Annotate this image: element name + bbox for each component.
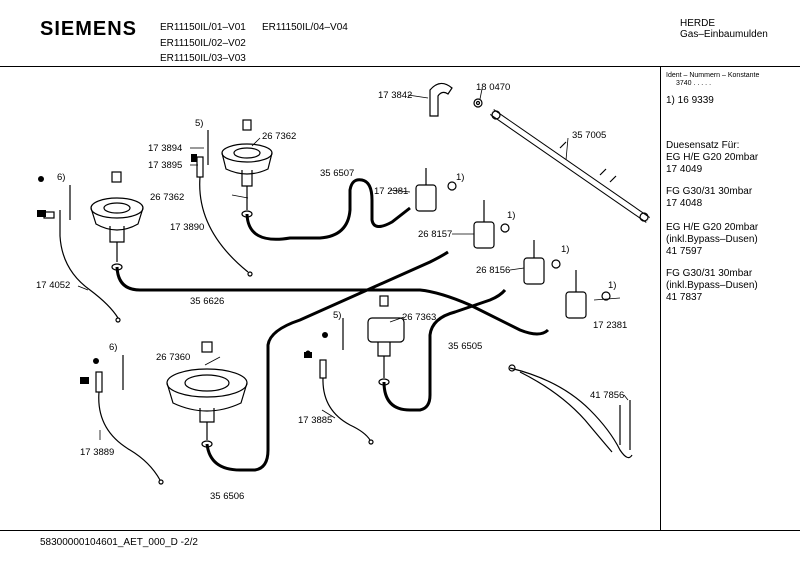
- model-number: ER11150IL/01–V01: [160, 22, 246, 33]
- leader-line: [77, 88, 629, 440]
- reference-mark: 5): [333, 310, 342, 321]
- part-label: 17 3890: [170, 222, 205, 233]
- set-4-line: (inkl.Bypass–Dusen): [666, 280, 758, 291]
- gas-valve: [473, 200, 510, 249]
- gas-valve: [415, 168, 457, 212]
- part-label: 35 6506: [210, 491, 245, 502]
- model-number: ER11150IL/03–V03: [160, 53, 246, 64]
- part-label: 17 4052: [36, 280, 71, 291]
- ignition-cable: [508, 364, 633, 459]
- sidebar-divider: [660, 66, 661, 530]
- part-label: 35 6507: [320, 168, 355, 179]
- reference-mark: 1): [456, 172, 465, 183]
- part-label: 35 6626: [190, 296, 225, 307]
- burner-left: [90, 171, 144, 271]
- gas-valve: [523, 240, 561, 285]
- thermocouple: [95, 371, 164, 485]
- reference-mark: 1): [608, 280, 617, 291]
- set-2-line: FG G30/31 30mbar: [666, 186, 753, 197]
- gas-pipe: [115, 266, 550, 336]
- burner-small: [221, 119, 273, 218]
- reference-mark: 1): [561, 244, 570, 255]
- part-label: 17 2381: [374, 186, 409, 197]
- gas-pipe: [382, 289, 507, 412]
- part-label: 35 6505: [448, 341, 483, 352]
- part-label: 17 3885: [298, 415, 333, 426]
- part-label: 17 3889: [80, 447, 115, 458]
- thermocouple: [196, 156, 253, 277]
- header-divider: [0, 66, 800, 67]
- part-label: 35 7005: [572, 130, 607, 141]
- set-4-line: FG G30/31 30mbar: [666, 268, 753, 279]
- category-title: HERDE: [680, 18, 716, 29]
- brand-logo: SIEMENS: [40, 18, 138, 40]
- document-id: 58300000104601_AET_000_D -2/2: [40, 537, 198, 548]
- ident-value: 3740 . . . . .: [676, 80, 712, 87]
- ident-label: Ident – Nummern – Konstante: [666, 72, 760, 79]
- duesensatz-heading: Duesensatz Für:: [666, 140, 740, 151]
- thermocouple: [43, 210, 121, 323]
- set-3-line: (inkl.Bypass–Dusen): [666, 234, 758, 245]
- part-label: 26 7362: [262, 131, 297, 142]
- part-label: 17 3842: [378, 90, 413, 101]
- model-number: ER11150IL/04–V04: [262, 22, 348, 33]
- gas-pipe: [245, 178, 411, 241]
- burner-medium: [367, 295, 405, 386]
- set-3-line: EG H/E G20 20mbar: [666, 222, 759, 233]
- part-label: 26 7360: [156, 352, 191, 363]
- ignition-electrode: [69, 130, 344, 390]
- part-label: 18 0470: [476, 82, 511, 93]
- gas-rail: [490, 109, 650, 223]
- reference-mark: 5): [195, 118, 204, 129]
- set-2-number: 17 4048: [666, 198, 703, 209]
- reference-mark: 6): [57, 172, 66, 183]
- reference-mark: 6): [109, 342, 118, 353]
- part-label: 26 8156: [476, 265, 511, 276]
- part-label: 26 8157: [418, 229, 453, 240]
- reference-mark: 1): [507, 210, 516, 221]
- part-label: 26 7363: [402, 312, 437, 323]
- part-label: 17 3894: [148, 143, 183, 154]
- part-label: 17 3895: [148, 160, 183, 171]
- part-label: 26 7362: [150, 192, 185, 203]
- part-label: 17 2381: [593, 320, 628, 331]
- gas-pipe: [205, 250, 449, 472]
- thermocouple: [319, 359, 374, 445]
- set-3-number: 41 7597: [666, 246, 703, 257]
- washer: [37, 154, 328, 384]
- footer-divider: [0, 530, 800, 531]
- set-4-number: 41 7837: [666, 292, 703, 303]
- note-1: 1) 16 9339: [666, 95, 714, 106]
- model-number: ER11150IL/02–V02: [160, 38, 246, 49]
- set-1-line: EG H/E G20 20mbar: [666, 152, 759, 163]
- set-1-number: 17 4049: [666, 164, 703, 175]
- subcategory-title: Gas–Einbaumulden: [680, 29, 768, 40]
- gas-valve: [565, 270, 611, 319]
- elbow-fitting: [429, 82, 483, 117]
- part-label: 41 7856: [590, 390, 625, 401]
- burner-large: [166, 341, 248, 448]
